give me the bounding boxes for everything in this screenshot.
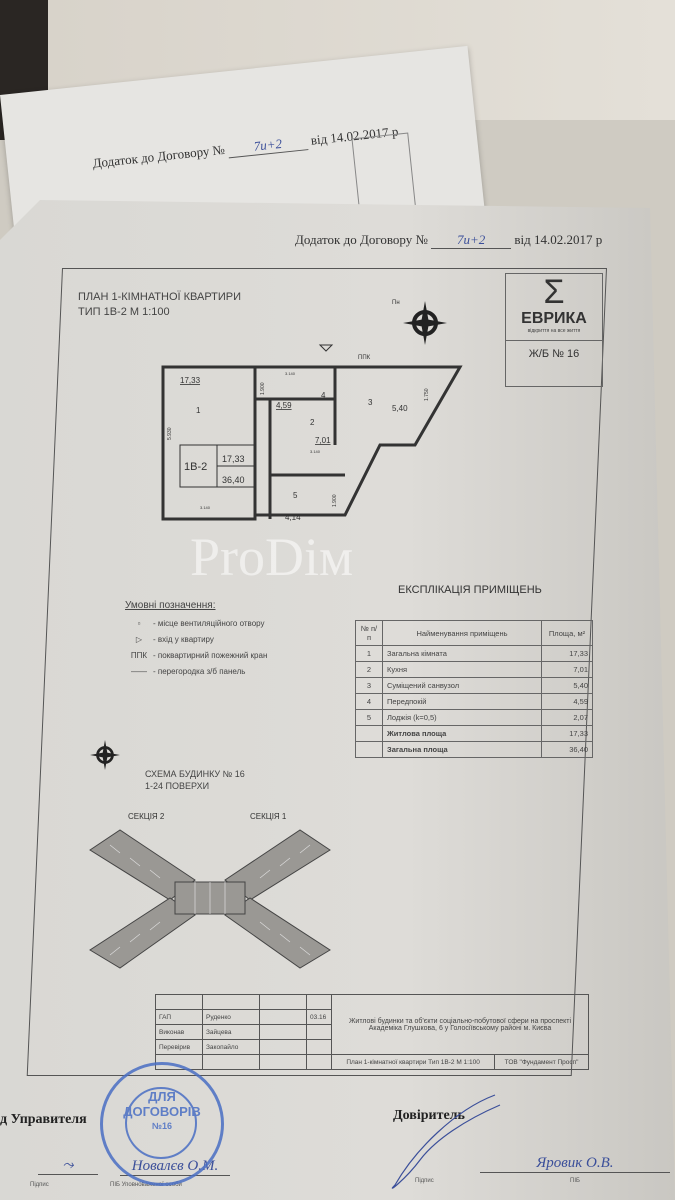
caption: Підпис bbox=[30, 1182, 49, 1188]
dimension-label: 3.140 bbox=[310, 449, 321, 454]
dimension-label: 3.140 bbox=[200, 505, 211, 510]
room-4-number: 4 bbox=[321, 391, 326, 400]
dimension-label: 1.900 bbox=[260, 382, 266, 395]
trustor-label: Довіритель bbox=[393, 1108, 465, 1123]
caption: ПІБ bbox=[570, 1178, 580, 1184]
title-block: Житлові будинки та об'єкти соціально-поб… bbox=[155, 994, 589, 1070]
plan-total-area: 36,40 bbox=[222, 475, 245, 485]
manager-signature: ⤳ bbox=[38, 1158, 98, 1175]
floor-plan: 17,33 1 7,01 2 5,40 3 4,59 4 4,14 5 ППК … bbox=[161, 344, 463, 522]
back-contract-number: 7и+2 bbox=[227, 133, 309, 159]
room-3-area: 5,40 bbox=[392, 404, 408, 413]
blue-seal-stamp: ДЛЯ ДОГОВОРІВ №16 bbox=[100, 1062, 224, 1186]
legend-item: ▫- місце вентиляційного отвору bbox=[137, 619, 265, 628]
trustor-signature bbox=[391, 1094, 501, 1189]
legend-item: ППК- поквартирний пожежний кран bbox=[130, 651, 268, 660]
room-1-area: 17,33 bbox=[180, 376, 201, 385]
compass-rose-icon bbox=[403, 301, 447, 345]
explication-title: ЕКСПЛІКАЦІЯ ПРИМІЩЕНЬ bbox=[398, 584, 542, 596]
plan-title: ПЛАН 1-КІМНАТНОЇ КВАРТИРИ ТИП 1В-2 М 1:1… bbox=[78, 291, 242, 318]
legend-item: ▷- вхід у квартиру bbox=[135, 635, 214, 644]
room-5-area: 4,14 bbox=[285, 513, 301, 522]
room-2-area: 7,01 bbox=[315, 436, 331, 445]
caption: ПІБ Уповноваженої особи bbox=[110, 1182, 182, 1188]
room-5-number: 5 bbox=[293, 491, 298, 500]
building-scheme bbox=[89, 829, 331, 969]
trustor-name: Яровик О.В. bbox=[480, 1155, 670, 1173]
table-header-row: № п/п Найменування приміщень Площа, м² bbox=[355, 620, 593, 646]
front-sheet-header: Додаток до Договору № 7и+2 від 14.02.201… bbox=[295, 232, 603, 249]
manager-label: д Управителя bbox=[0, 1112, 87, 1127]
explication-table: № п/п Найменування приміщень Площа, м² 1… bbox=[355, 620, 593, 758]
section-1-label: СЕКЦІЯ 1 bbox=[250, 812, 287, 821]
room-4-area: 4,59 bbox=[276, 401, 292, 410]
room-3-number: 3 bbox=[368, 398, 373, 407]
front-sheet: Додаток до Договору № 7и+2 від 14.02.201… bbox=[0, 200, 675, 1200]
north-label: Пн bbox=[392, 300, 400, 306]
dimension-label: 5.930 bbox=[167, 427, 173, 440]
dimension-label: 1.900 bbox=[332, 494, 338, 507]
evryka-logo: Σ ЕВРИКА відкриття на все життя Ж/Б № 16 bbox=[505, 273, 603, 387]
dimension-label: 1.750 bbox=[424, 388, 430, 401]
caption: Підпис bbox=[415, 1178, 434, 1184]
building-number: Ж/Б № 16 bbox=[506, 340, 602, 360]
plan-living-area: 17,33 bbox=[222, 454, 245, 464]
apartment-type-label: 1В-2 bbox=[184, 461, 207, 473]
legend: Умовні позначення: ▫- місце вентиляційно… bbox=[125, 598, 267, 680]
ppk-label: ППК bbox=[358, 355, 371, 361]
dimension-label: 3.140 bbox=[285, 371, 296, 376]
legend-item: ——- перегородка з/б панель bbox=[131, 667, 246, 676]
room-1-number: 1 bbox=[196, 406, 201, 415]
room-2-number: 2 bbox=[310, 418, 315, 427]
front-contract-number: 7и+2 bbox=[431, 232, 512, 249]
scheme-compass-icon bbox=[90, 740, 120, 770]
section-2-label: СЕКЦІЯ 2 bbox=[128, 812, 165, 821]
scheme-title: СХЕМА БУДИНКУ № 16 1-24 ПОВЕРХИ bbox=[145, 769, 245, 791]
